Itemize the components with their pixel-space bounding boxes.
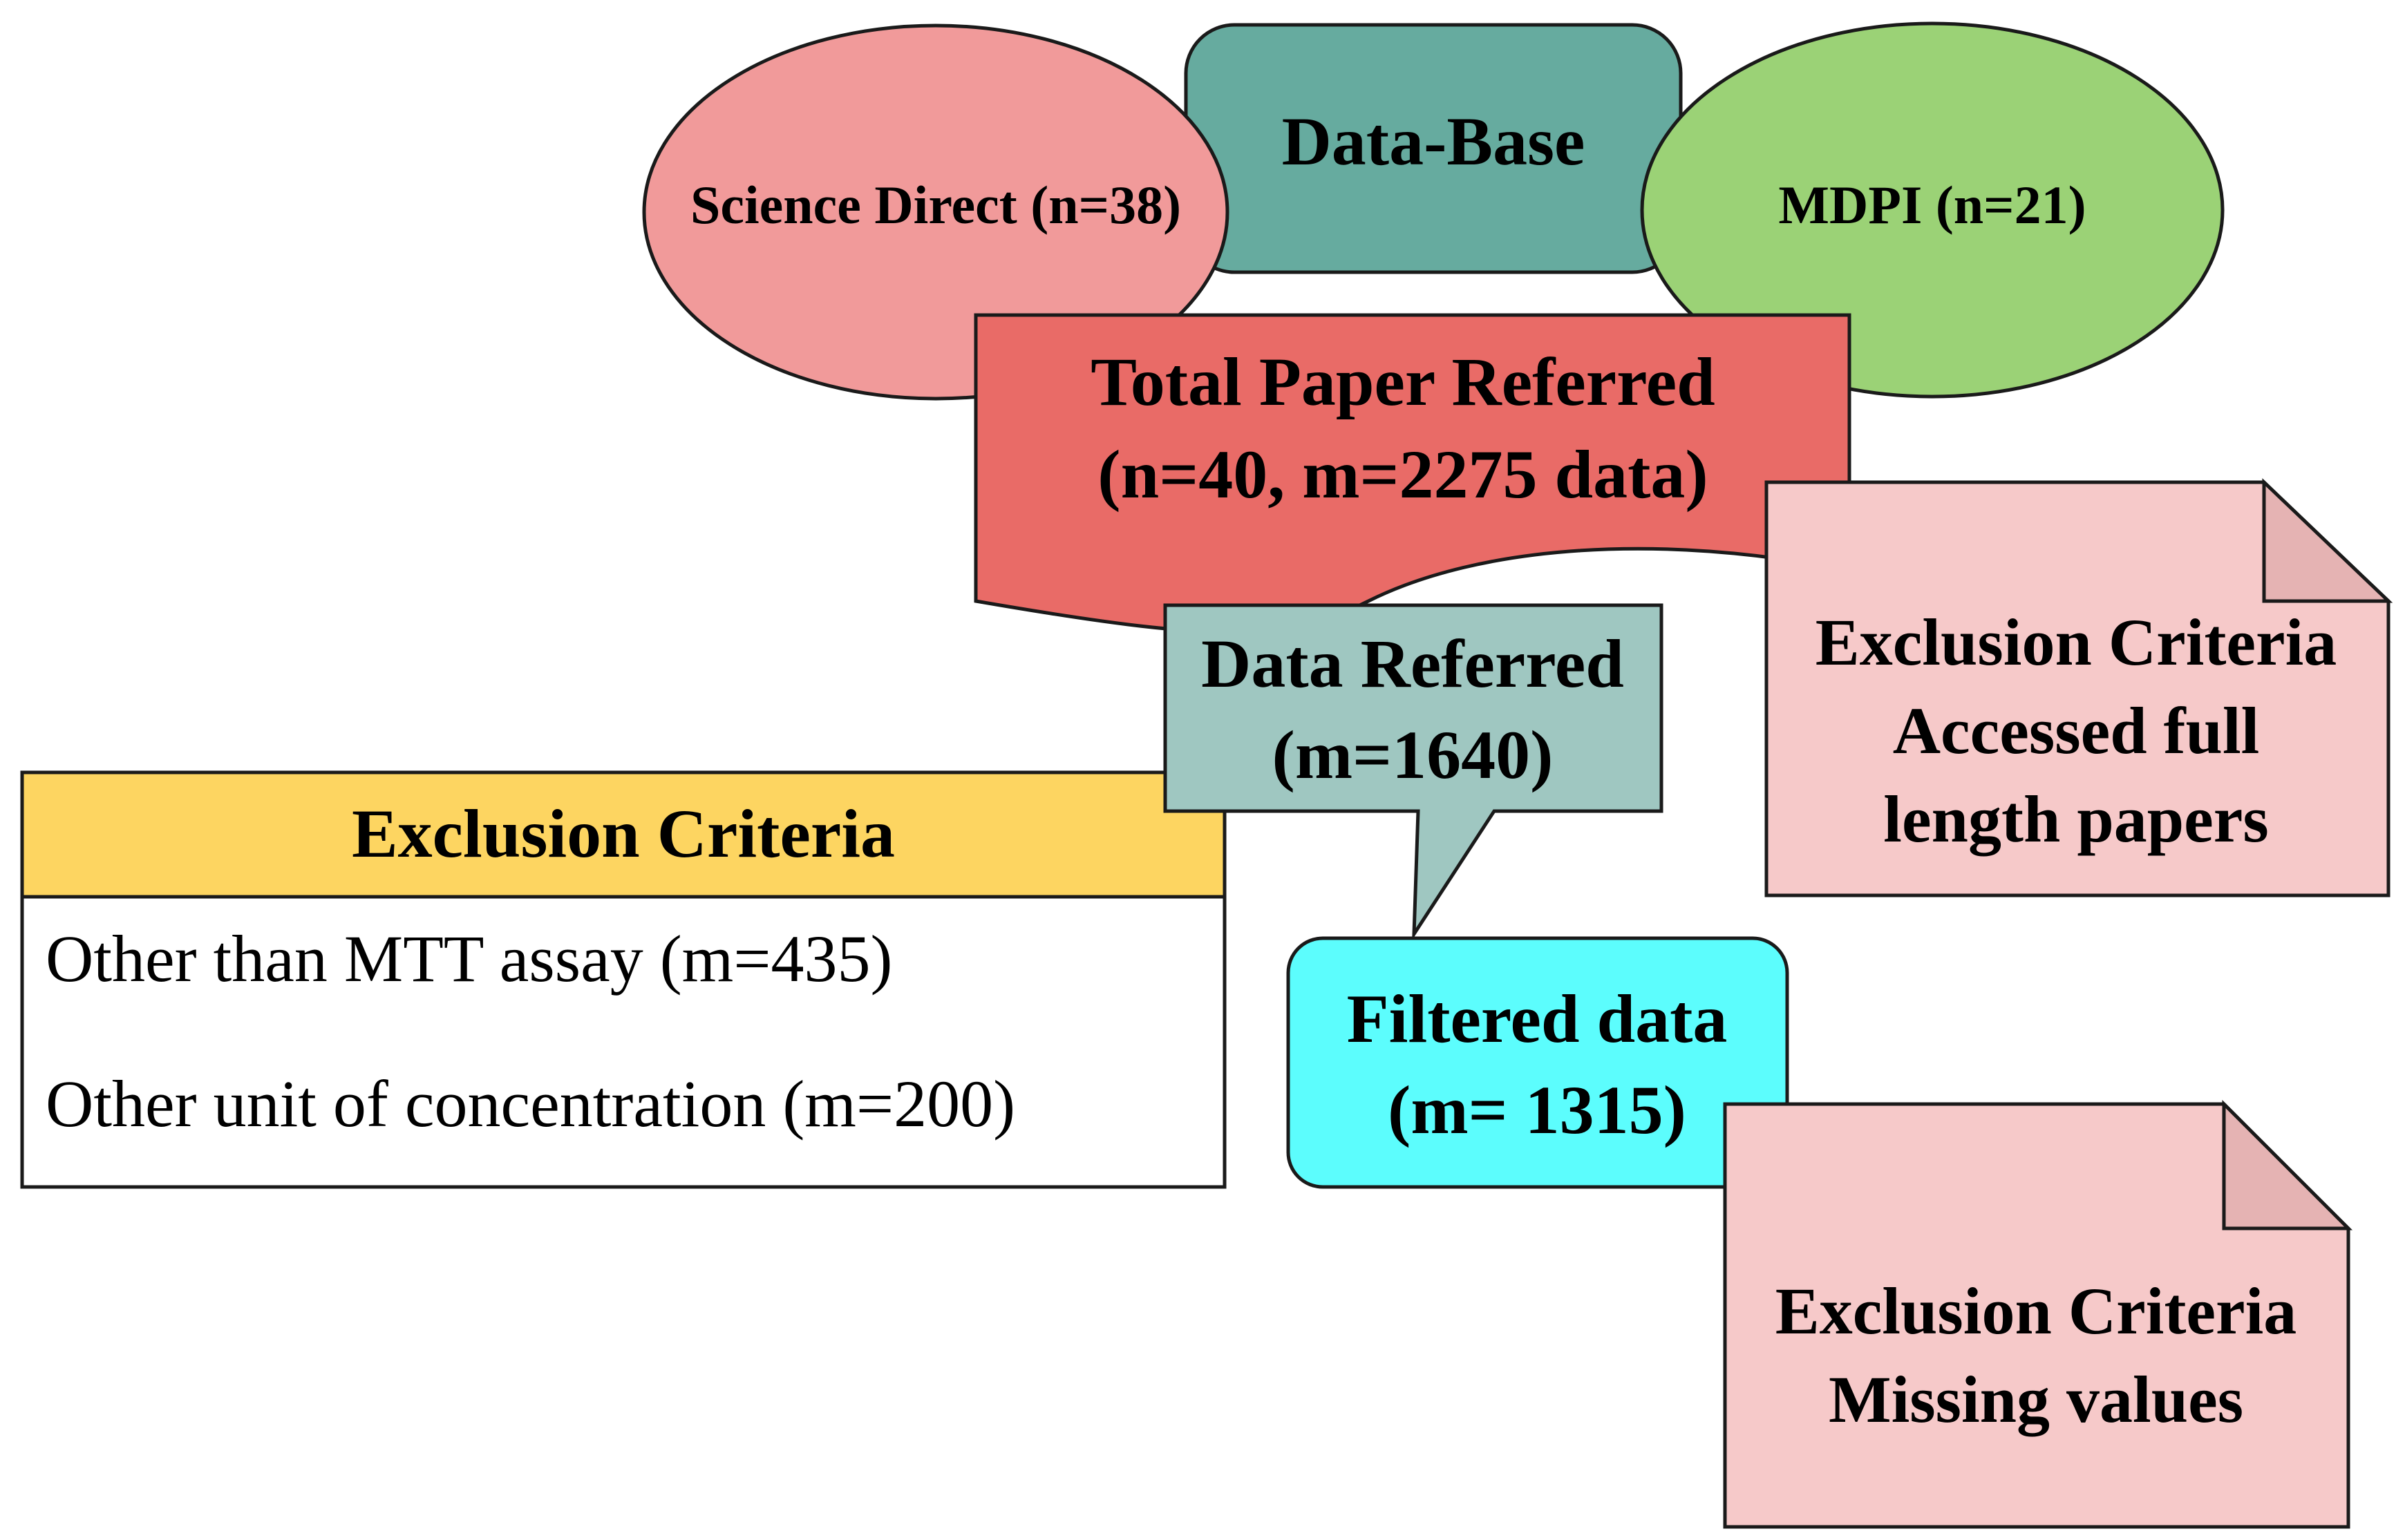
- science-direct-node: Science Direct (n=38): [642, 23, 1229, 401]
- exclusion-table-row: Other unit of concentration (m=200): [46, 1067, 1015, 1141]
- database-node: Data-Base: [1184, 23, 1683, 274]
- total-paper-line1: Total Paper Referred: [1091, 343, 1715, 420]
- note-full-length-line1: Exclusion Criteria: [1815, 605, 2337, 679]
- note-missing-page: [1723, 1102, 2350, 1529]
- mdpi-ellipse: [1640, 21, 2225, 399]
- note-full-length-fold: [2262, 478, 2393, 603]
- note-full-length-line2: Accessed full: [1893, 694, 2260, 768]
- note-missing-fold: [2222, 1099, 2353, 1230]
- note-full-length: Exclusion Criteria Accessed full length …: [1764, 478, 2393, 897]
- filtered-data-node: Filtered data (m= 1315): [1286, 936, 1789, 1189]
- science-direct-label: Science Direct (n=38): [690, 175, 1181, 235]
- data-referred-line2: (m=1640): [1272, 716, 1554, 793]
- note-full-length-page: [1764, 480, 2390, 897]
- note-missing-line1: Exclusion Criteria: [1775, 1274, 2297, 1348]
- filtered-data-line1: Filtered data: [1347, 980, 1728, 1057]
- filtered-data-line2: (m= 1315): [1388, 1072, 1686, 1148]
- data-referred-node: Data Referred (m=1640): [1163, 603, 1663, 940]
- exclusion-table-header: Exclusion Criteria: [352, 795, 895, 872]
- note-full-length-line3: length papers: [1883, 782, 2268, 856]
- database-label: Data-Base: [1282, 103, 1585, 180]
- exclusion-table-row: Other than MTT assay (m=435): [46, 922, 892, 996]
- note-missing: Exclusion Criteria Missing values: [1723, 1099, 2353, 1529]
- science-direct-ellipse: [642, 23, 1229, 401]
- exclusion-table-body: [20, 895, 1227, 1189]
- data-referred-line1: Data Referred: [1201, 625, 1624, 702]
- note-missing-line2: Missing values: [1829, 1362, 2243, 1436]
- mdpi-node: MDPI (n=21): [1640, 21, 2225, 399]
- total-paper-node: Total Paper Referred (n=40, m=2275 data): [974, 313, 1851, 634]
- total-paper-line2: (n=40, m=2275 data): [1097, 436, 1708, 513]
- data-referred-callout: [1163, 603, 1663, 940]
- exclusion-table: Exclusion Criteria Other than MTT assay …: [20, 770, 1227, 1189]
- total-paper-shape: [974, 313, 1851, 634]
- filtered-data-box: [1286, 936, 1789, 1189]
- mdpi-label: MDPI (n=21): [1778, 175, 2086, 235]
